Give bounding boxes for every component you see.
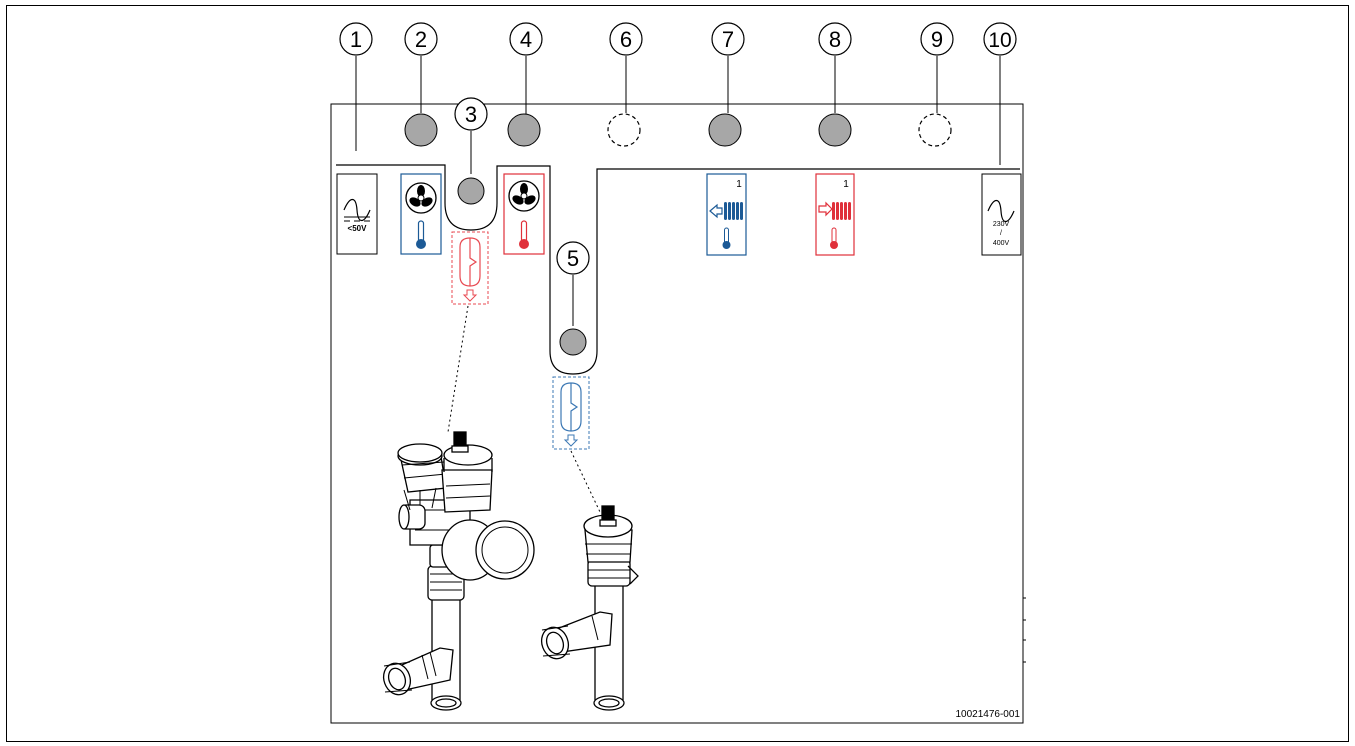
heating-safety-tag-blue (552, 376, 590, 450)
expansion-vessel-icon (459, 237, 481, 287)
return-fan-sensor-label (400, 173, 442, 255)
thermometer-icon (830, 227, 838, 249)
mains-voltage-label: 230V / 400V (981, 173, 1022, 256)
callout-3: 3 (454, 97, 488, 131)
mains-400-text: 400V (993, 240, 1010, 247)
callout-8: 8 (818, 22, 852, 56)
heating-safety-tag-red (451, 231, 489, 305)
callout-4-label: 4 (520, 27, 532, 52)
figure-frame (6, 5, 1349, 742)
left-valve-assembly (382, 431, 535, 711)
callout-6: 6 (609, 22, 643, 56)
callout-7-label: 7 (722, 27, 734, 52)
flow-fan-sensor-label (503, 173, 545, 255)
callout-1-label: 1 (350, 27, 362, 52)
cable-grommets (404, 113, 852, 356)
heating-circuit-number: 1 (843, 179, 849, 190)
callout-8-label: 8 (829, 27, 841, 52)
knockout-9 (918, 113, 952, 147)
grommet-5 (559, 328, 587, 356)
callout-3-label: 3 (465, 102, 477, 127)
connector-blue (570, 450, 601, 513)
thermometer-icon (416, 220, 426, 249)
low-voltage-label: <50V (336, 173, 378, 255)
fan-icon (405, 182, 437, 214)
thermometer-icon (519, 220, 529, 249)
sine-wave-icon (987, 199, 1015, 223)
expansion-vessel-icon (560, 382, 582, 432)
heating-return-label: 1 (706, 173, 747, 256)
grommet-4 (507, 113, 541, 147)
grommet-3 (457, 177, 485, 205)
low-voltage-text: <50V (348, 224, 368, 233)
heating-flow-label: 1 (815, 173, 855, 256)
radiator-icon (709, 202, 743, 220)
callout-10: 10 (983, 22, 1017, 56)
connector-red (447, 305, 469, 433)
callout-group: 1 2 3 4 5 6 7 8 9 10 (339, 22, 1017, 275)
mains-slash-text: / (1000, 230, 1002, 237)
knockout-6 (607, 113, 641, 147)
pipe-fitting-icon (382, 647, 454, 696)
callout-1: 1 (339, 22, 373, 56)
callout-4: 4 (509, 22, 543, 56)
grommet-7 (708, 113, 742, 147)
knockout-openings (607, 113, 952, 147)
panel-edge-ticks (1023, 597, 1026, 663)
thermometer-icon (722, 227, 731, 249)
cable-channel (336, 164, 1020, 375)
callout-5: 5 (556, 241, 590, 275)
callout-7: 7 (711, 22, 745, 56)
right-air-vent-assembly (540, 505, 639, 711)
mains-230-text: 230V (993, 221, 1010, 228)
leader-lines (355, 56, 1001, 326)
pipe-fitting-icon (540, 611, 613, 660)
figure-id: 10021476-001 (955, 709, 1020, 720)
callout-5-label: 5 (567, 246, 579, 271)
callout-9-label: 9 (931, 27, 943, 52)
heating-circuit-number: 1 (736, 179, 742, 190)
grommet-8 (818, 113, 852, 147)
grommet-2 (404, 113, 438, 147)
arrow-down-icon (563, 434, 579, 447)
callout-2-label: 2 (415, 27, 427, 52)
callout-10-label: 10 (988, 29, 1011, 52)
callout-6-label: 6 (620, 27, 632, 52)
callout-9: 9 (920, 22, 954, 56)
fan-icon (508, 180, 540, 212)
sine-wave-icon (343, 198, 371, 222)
callout-2: 2 (404, 22, 438, 56)
arrow-down-icon (462, 289, 478, 302)
panel-outline (330, 103, 1024, 724)
radiator-icon (818, 201, 851, 220)
